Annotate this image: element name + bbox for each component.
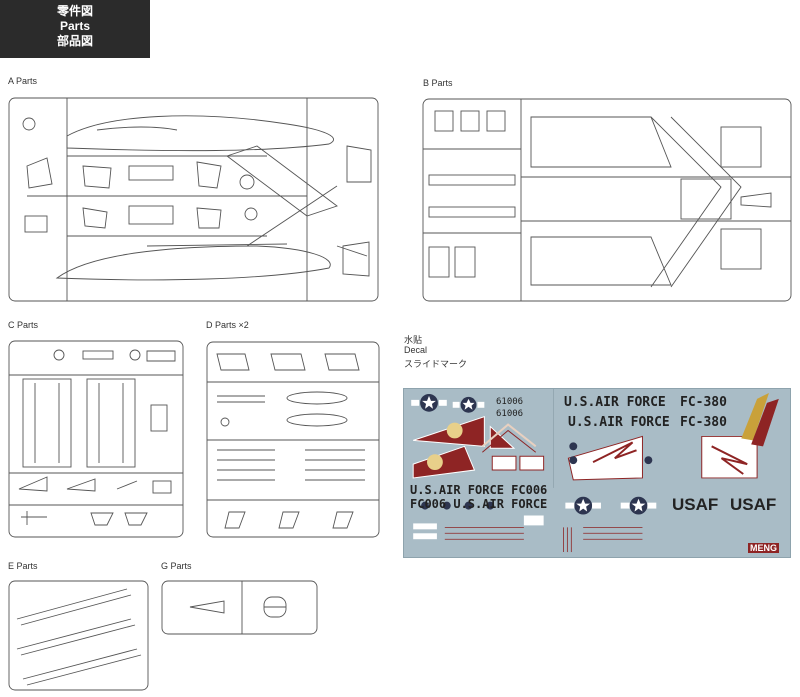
decal-text-fc006-us-air-force: FC006 U.S.AIR FORCE — [410, 497, 548, 511]
sprue-a-label: A Parts — [8, 76, 38, 86]
decal-text-fc380-1: FC-380 — [680, 395, 727, 410]
decal-heading-1: 水贴 — [404, 335, 423, 345]
sprue-e-diagram — [7, 579, 150, 692]
roundel-4 — [620, 496, 657, 515]
decal-text-us-air-force-fc006: U.S.AIR FORCE FC006 — [410, 483, 548, 497]
sprue-g-diagram — [160, 579, 319, 636]
sprue-b-label: B Parts — [423, 78, 453, 88]
decal-heading-3: スライドマーク — [404, 359, 468, 369]
decal-text-fc380-2: FC-380 — [680, 415, 727, 430]
sprue-a-diagram — [7, 96, 380, 303]
sprue-b-diagram — [421, 97, 793, 303]
roundel-3 — [565, 496, 601, 515]
decal-serial-2: 61006 — [496, 409, 524, 419]
sprue-d-label: D Parts ×2 — [206, 320, 249, 330]
sprue-c-diagram — [7, 339, 185, 539]
decal-sheet: 61006 61006 U.S.AIR FORCE FC-380 U.S.AIR… — [403, 388, 791, 558]
sprue-c-label: C Parts — [8, 320, 39, 330]
decal-serial-1: 61006 — [496, 397, 524, 407]
sprue-e-label: E Parts — [8, 561, 38, 571]
decal-artwork — [411, 389, 779, 553]
decal-heading-2: Decal — [404, 345, 428, 355]
header-line-1: 零件図 — [56, 4, 93, 18]
header-line-3: 部品図 — [56, 34, 93, 48]
page-header: 零件図 Parts 部品図 — [0, 0, 150, 58]
roundel-2 — [452, 396, 485, 413]
decal-text-us-air-force-1: U.S.AIR FORCE — [564, 395, 666, 410]
decal-text-usaf-2: USAF — [730, 495, 777, 514]
sprue-g-label: G Parts — [161, 561, 192, 571]
roundel-1 — [411, 393, 447, 412]
decal-brand-logo: MENG — [748, 543, 779, 553]
decal-text-usaf-1: USAF — [672, 495, 719, 514]
header-line-2: Parts — [59, 19, 91, 33]
decal-text-us-air-force-2: U.S.AIR FORCE — [568, 415, 670, 430]
sprue-d-diagram — [205, 340, 381, 539]
